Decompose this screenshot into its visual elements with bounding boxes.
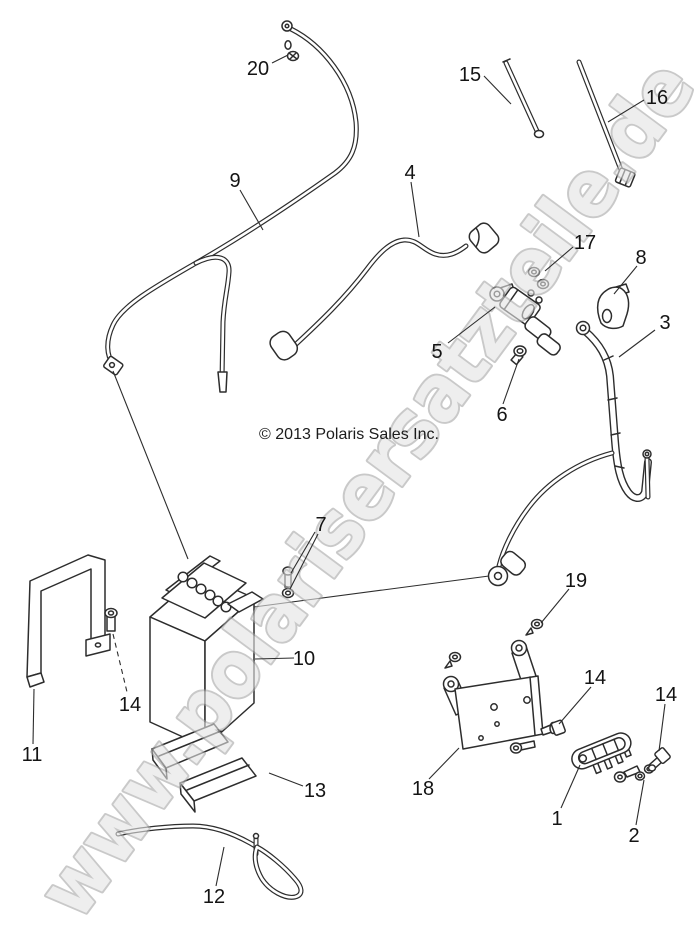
ground-wire-12 bbox=[115, 823, 304, 900]
bolt-14-right bbox=[647, 747, 671, 772]
terminal-bolt-7 bbox=[281, 566, 295, 599]
bolt-6 bbox=[510, 345, 527, 366]
callout-2: 2 bbox=[628, 825, 639, 847]
callout-17: 17 bbox=[574, 232, 596, 254]
solenoid-wire-4 bbox=[269, 222, 500, 361]
battery-cable-9 bbox=[103, 20, 359, 393]
rod-15 bbox=[502, 58, 545, 139]
foam-pads-13 bbox=[151, 723, 257, 813]
reference-line-battery-to-cable3 bbox=[253, 575, 490, 608]
callout-1: 1 bbox=[551, 808, 562, 830]
callout-10: 10 bbox=[293, 648, 315, 670]
callout-16: 16 bbox=[646, 87, 668, 109]
leader-lines bbox=[32, 54, 666, 887]
callout-20: 20 bbox=[247, 58, 269, 80]
bolt-14-left bbox=[104, 607, 128, 693]
callout-6: 6 bbox=[496, 404, 507, 426]
terminal-block-1 bbox=[571, 732, 632, 775]
solenoid-5 bbox=[489, 283, 561, 356]
callout-19: 19 bbox=[565, 570, 587, 592]
terminal-boot-8 bbox=[596, 283, 630, 330]
callout-3: 3 bbox=[659, 312, 670, 334]
callout-18: 18 bbox=[412, 778, 434, 800]
bolt-16 bbox=[576, 59, 636, 188]
copyright-text: © 2013 Polaris Sales Inc. bbox=[259, 426, 439, 443]
watermark-text: www.polarisersatzteile.de bbox=[22, 45, 699, 931]
reference-line-cable9-to-battery bbox=[112, 370, 189, 560]
nuts-17 bbox=[527, 266, 550, 290]
callout-13: 13 bbox=[304, 780, 326, 802]
bolt-block bbox=[613, 765, 641, 783]
screw-20 bbox=[284, 40, 300, 62]
callout-14-middle: 14 bbox=[584, 667, 606, 689]
callout-numbers: 20 15 16 4 9 17 8 3 5 6 7 19 10 14 14 14… bbox=[22, 58, 678, 908]
bracket-18 bbox=[442, 639, 544, 750]
callout-12: 12 bbox=[203, 886, 225, 908]
screw-bracket-lower bbox=[509, 740, 536, 754]
callout-14-right: 14 bbox=[655, 684, 677, 706]
callout-11: 11 bbox=[22, 744, 43, 766]
callout-8: 8 bbox=[635, 247, 646, 269]
callout-4: 4 bbox=[404, 162, 415, 184]
callout-14-left: 14 bbox=[119, 694, 141, 716]
watermark: www.polarisersatzteile.de bbox=[20, 43, 699, 931]
bolt-14-bracket bbox=[540, 719, 566, 736]
callout-7: 7 bbox=[315, 514, 326, 536]
battery-cable-3 bbox=[487, 320, 652, 587]
diagram-line-art bbox=[26, 20, 671, 900]
screw-bracket-left bbox=[444, 651, 462, 669]
callout-9: 9 bbox=[229, 170, 240, 192]
battery-strap-11 bbox=[26, 554, 111, 688]
screw-19 bbox=[525, 618, 544, 636]
callout-5: 5 bbox=[431, 341, 442, 363]
callout-15: 15 bbox=[459, 64, 481, 86]
